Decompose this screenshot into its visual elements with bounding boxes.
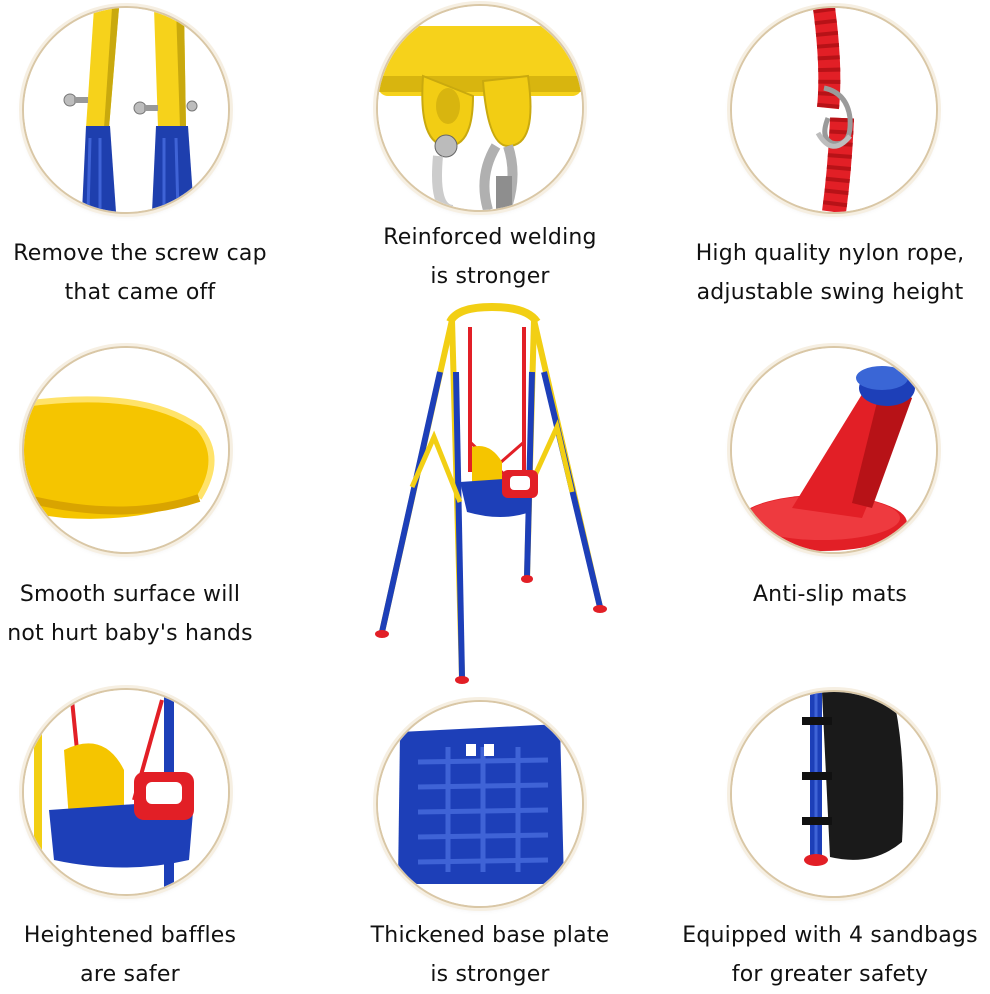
caption-line: Heightened baffles	[23, 923, 237, 948]
caption-line: is stronger	[430, 962, 550, 987]
caption-line: Smooth surface will	[19, 582, 241, 607]
caption-line: Remove the screw cap	[13, 241, 267, 266]
caption-line: for greater safety	[731, 962, 929, 987]
baby-swing-set-icon	[375, 302, 607, 684]
anti-slip-photo	[730, 346, 938, 554]
caption-surface: Smooth surface will not hurt baby's hand…	[0, 575, 280, 653]
rope-photo	[730, 6, 938, 214]
screw-cap-icon	[24, 8, 228, 212]
anti-slip-mat-icon	[732, 348, 936, 552]
caption-welding: Reinforced welding is stronger	[340, 218, 640, 296]
caption-line: Anti-slip mats	[752, 582, 908, 607]
caption-line: Reinforced welding	[383, 225, 597, 250]
smooth-seat-icon	[24, 348, 228, 552]
baffles-photo	[22, 688, 230, 896]
caption-line: Thickened base plate	[370, 923, 610, 948]
caption-sandbags: Equipped with 4 sandbags for greater saf…	[680, 916, 980, 994]
caption-line: that came off	[64, 280, 216, 305]
caption-line: not hurt baby's hands	[7, 621, 253, 646]
caption-line: adjustable swing height	[696, 280, 964, 305]
smooth-surface-photo	[22, 346, 230, 554]
caption-line: Equipped with 4 sandbags	[682, 923, 978, 948]
screw-cap-photo	[22, 6, 230, 214]
caption-rope: High quality nylon rope, adjustable swin…	[680, 234, 980, 312]
caption-line: are safer	[80, 962, 180, 987]
swing-set-product	[372, 302, 612, 692]
base-plate-icon	[378, 702, 582, 906]
sandbag-icon	[732, 692, 936, 896]
welding-bracket-icon	[378, 6, 582, 210]
caption-mats: Anti-slip mats	[680, 575, 980, 614]
caption-base-plate: Thickened base plate is stronger	[340, 916, 640, 994]
caption-line: High quality nylon rope,	[695, 241, 965, 266]
caption-line: is stronger	[430, 264, 550, 289]
nylon-rope-icon	[732, 8, 936, 212]
base-plate-photo	[376, 700, 584, 908]
welding-photo	[376, 4, 584, 212]
sandbags-photo	[730, 690, 938, 898]
caption-screw-cap: Remove the screw cap that came off	[0, 234, 290, 312]
baffle-seat-icon	[24, 690, 228, 894]
caption-baffles: Heightened baffles are safer	[0, 916, 280, 994]
